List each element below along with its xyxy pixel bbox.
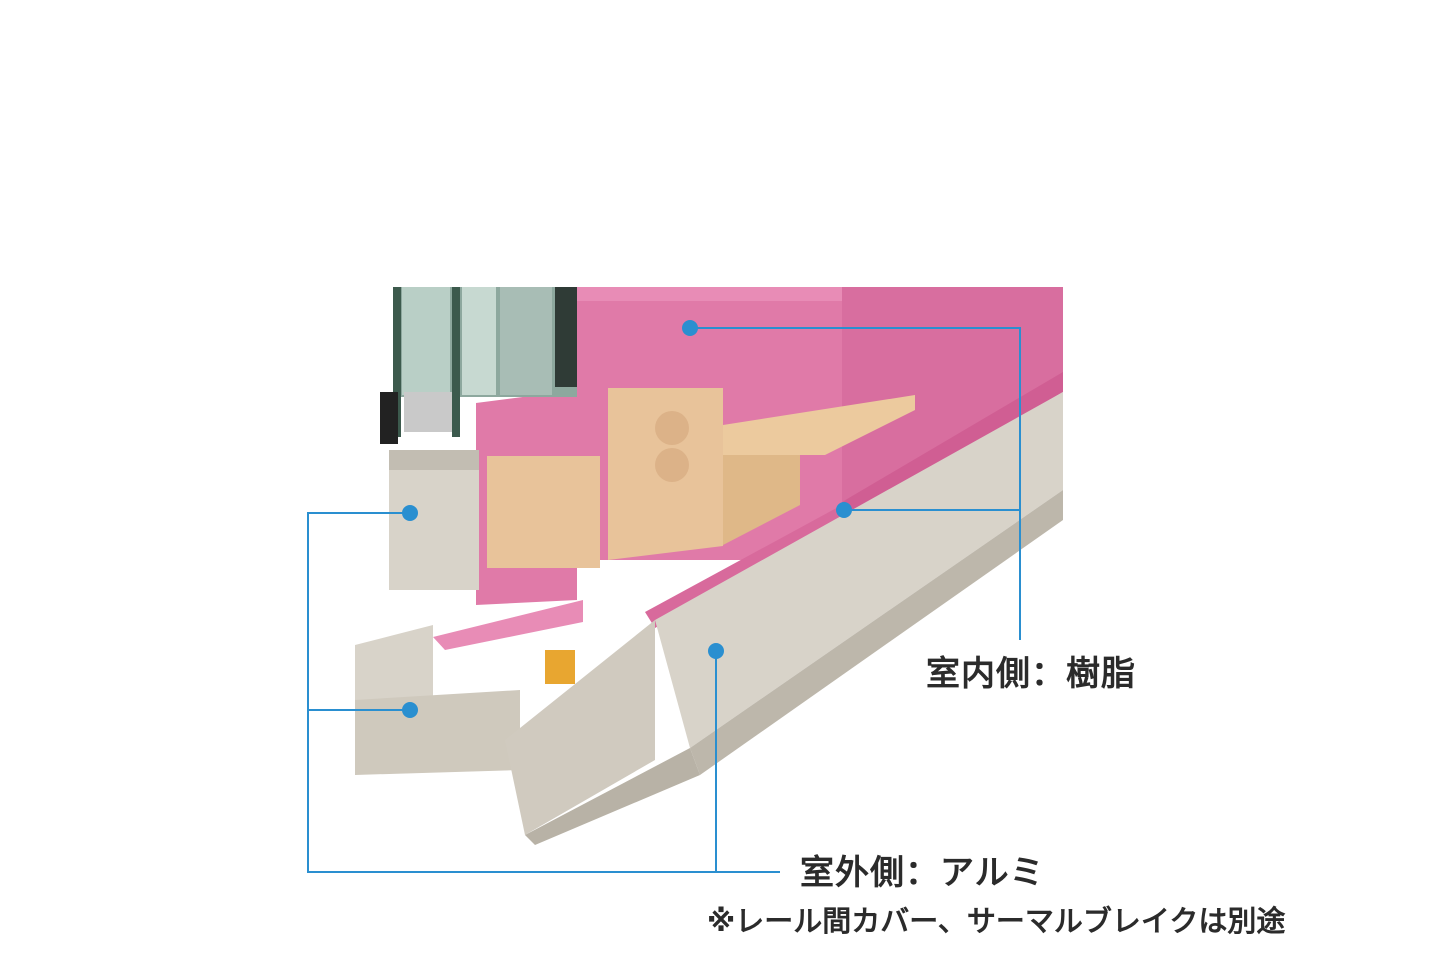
callout-lines — [307, 327, 1021, 873]
callout-dot-aluminum-frame — [402, 702, 418, 718]
glass-unit — [380, 287, 577, 444]
resin-block — [487, 388, 915, 568]
callout-dot-aluminum-sash — [402, 505, 418, 521]
footnote: ※レール間カバー、サーマルブレイクは別途 — [707, 904, 1286, 938]
aluminum-frame — [355, 392, 1063, 845]
label-outdoor-aluminum: 室外側：アルミ — [800, 853, 1045, 893]
callout-dot-aluminum-rail — [708, 643, 724, 659]
label-indoor-resin: 室内側：樹脂 — [926, 654, 1136, 694]
callout-dot-resin-rail — [836, 502, 852, 518]
callout-dots — [402, 320, 852, 718]
callout-dot-resin-top — [682, 320, 698, 336]
